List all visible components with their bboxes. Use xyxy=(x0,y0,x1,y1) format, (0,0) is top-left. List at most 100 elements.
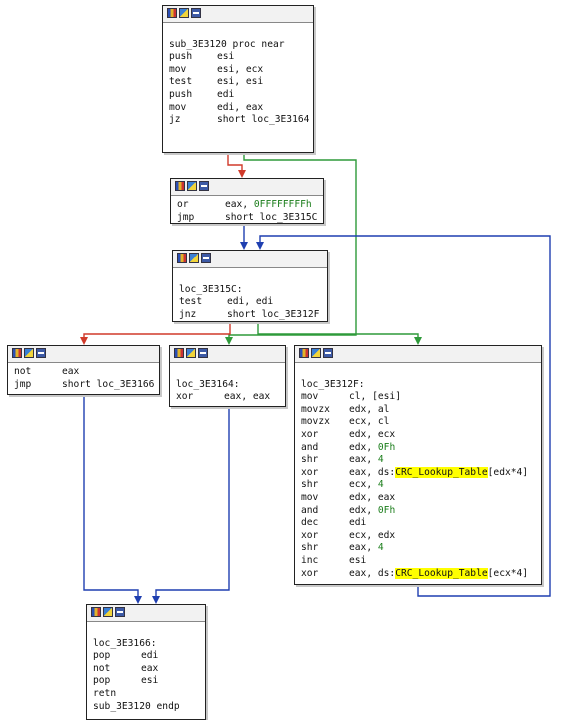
text-view-icon[interactable]: text-view-icon xyxy=(36,348,46,358)
operands: sub_3E3120 proc near xyxy=(169,38,285,50)
color-palette-icon[interactable]: color-palette-icon xyxy=(311,348,321,358)
code-line[interactable]: loc_3E315C: xyxy=(179,284,321,297)
color-palette-icon[interactable]: color-palette-icon xyxy=(24,348,34,358)
graph-overview-icon[interactable]: graph-overview-icon xyxy=(12,348,22,358)
color-palette-icon[interactable]: color-palette-icon xyxy=(187,181,197,191)
text-view-icon[interactable]: text-view-icon xyxy=(323,348,333,358)
edge-n1-to-n5-true[interactable] xyxy=(228,153,357,339)
code-line[interactable]: loc_3E312F: xyxy=(301,379,535,392)
code-line[interactable]: test edi, edi xyxy=(179,296,321,309)
graph-overview-icon[interactable]: graph-overview-icon xyxy=(175,181,185,191)
code-line[interactable]: test esi, esi xyxy=(169,76,307,89)
node-loc-3e315c[interactable]: graph-overview-iconcolor-palette-icontex… xyxy=(172,250,328,322)
code-line[interactable]: sub_3E3120 endp xyxy=(93,701,199,714)
text-view-icon[interactable]: text-view-icon xyxy=(191,8,201,18)
edge-n3-to-n6-true[interactable] xyxy=(257,322,419,339)
node-header: graph-overview-iconcolor-palette-icontex… xyxy=(171,179,323,196)
operands: eax, ds: xyxy=(349,567,396,579)
code-line[interactable] xyxy=(169,26,307,39)
node-loc-3e3166-exit[interactable]: graph-overview-iconcolor-palette-icontex… xyxy=(86,604,206,720)
operands: eax, ds: xyxy=(349,466,396,478)
color-palette-icon[interactable]: color-palette-icon xyxy=(189,253,199,263)
mnemonic: xor xyxy=(176,391,194,403)
color-palette-icon[interactable]: color-palette-icon xyxy=(103,607,113,617)
color-palette-icon[interactable]: color-palette-icon xyxy=(186,348,196,358)
node-header: graph-overview-iconcolor-palette-icontex… xyxy=(8,346,159,363)
mnemonic: test xyxy=(169,76,193,88)
operands: edi, edi xyxy=(227,296,274,308)
code-line[interactable]: xor eax, eax xyxy=(176,391,279,404)
edge-n3-to-n4-false[interactable] xyxy=(83,322,231,339)
edge-n6-loop-back[interactable] xyxy=(259,235,551,597)
operands: loc_3E3164: xyxy=(176,378,240,390)
text-view-icon[interactable]: text-view-icon xyxy=(198,348,208,358)
code-line[interactable] xyxy=(93,625,199,638)
code-line[interactable]: retn xyxy=(93,688,199,701)
node-or-eax-block[interactable]: graph-overview-iconcolor-palette-icontex… xyxy=(170,178,324,224)
code-line[interactable] xyxy=(176,366,279,379)
code-line[interactable] xyxy=(179,271,321,284)
color-palette-icon[interactable]: color-palette-icon xyxy=(179,8,189,18)
operands: eax, eax xyxy=(224,391,271,403)
node-loc-3e312f-loop[interactable]: graph-overview-iconcolor-palette-icontex… xyxy=(294,345,542,585)
graph-overview-icon[interactable]: graph-overview-icon xyxy=(177,253,187,263)
code-line[interactable] xyxy=(301,366,535,379)
operands: esi xyxy=(217,51,235,63)
text-view-icon[interactable]: text-view-icon xyxy=(115,607,125,617)
graph-overview-icon[interactable]: graph-overview-icon xyxy=(299,348,309,358)
node-not-eax-block[interactable]: graph-overview-iconcolor-palette-icontex… xyxy=(7,345,160,395)
graph-overview-icon[interactable]: graph-overview-icon xyxy=(167,8,177,18)
graph-overview-icon[interactable]: graph-overview-icon xyxy=(174,348,184,358)
code-line[interactable]: loc_3E3166: xyxy=(93,638,199,651)
highlighted-symbol[interactable]: CRC_Lookup_Table xyxy=(395,567,488,579)
node-sub-3e3120-entry[interactable]: graph-overview-iconcolor-palette-icontex… xyxy=(162,5,314,153)
node-loc-3e3164[interactable]: graph-overview-iconcolor-palette-icontex… xyxy=(169,345,286,407)
code-line[interactable]: loc_3E3164: xyxy=(176,379,279,392)
code-line[interactable]: sub_3E3120 proc near xyxy=(169,39,307,52)
mnemonic: pop xyxy=(93,675,111,687)
operands: esi, esi xyxy=(217,76,264,88)
text-view-icon[interactable]: text-view-icon xyxy=(201,253,211,263)
text-view-icon[interactable]: text-view-icon xyxy=(199,181,209,191)
highlighted-symbol[interactable]: CRC_Lookup_Table xyxy=(395,466,488,478)
edge-n5-to-n7[interactable] xyxy=(155,407,230,598)
edge-n4-to-n7[interactable] xyxy=(83,395,139,598)
edge-n1-to-n2-false[interactable] xyxy=(227,153,243,172)
operands: esi xyxy=(349,554,367,566)
mnemonic: test xyxy=(179,296,203,308)
graph-overview-icon[interactable]: graph-overview-icon xyxy=(91,607,101,617)
mnemonic: push xyxy=(169,88,193,100)
operands: edx, xyxy=(349,441,378,453)
mnemonic: jnz xyxy=(179,308,197,320)
operands: short loc_3E315C xyxy=(225,211,318,223)
